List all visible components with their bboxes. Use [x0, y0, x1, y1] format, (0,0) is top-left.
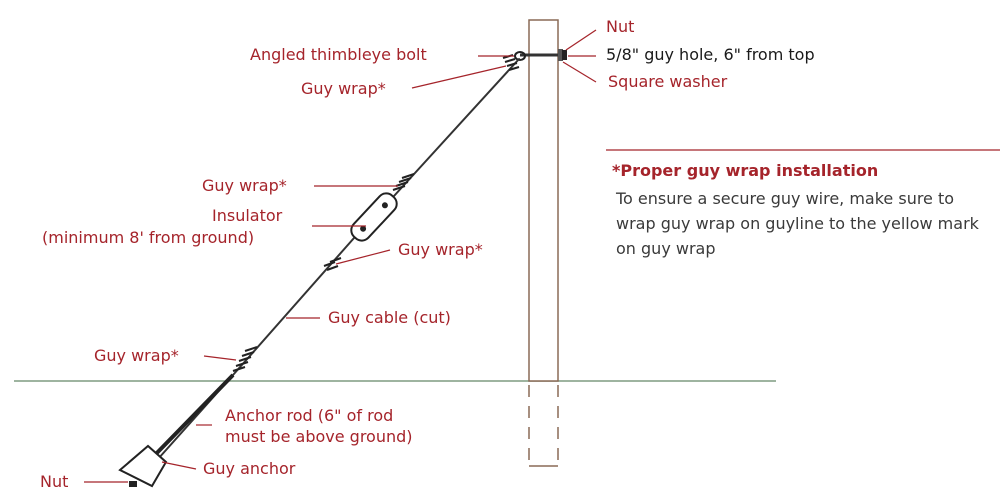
label-thimbleye-bolt: Angled thimbleye bolt — [250, 45, 427, 64]
label-guy-wrap-top: Guy wrap* — [301, 79, 386, 98]
pole-buried-section — [528, 385, 559, 467]
label-insulator-note: (minimum 8' from ground) — [42, 228, 255, 247]
note-body: To ensure a secure guy wire, make sure t… — [616, 189, 979, 258]
label-nut-top: Nut — [606, 17, 635, 36]
thimbleye-shape — [514, 51, 526, 61]
label-square-washer: Square washer — [608, 72, 728, 91]
guy-wrap-coil-low — [232, 346, 258, 372]
guy-wrap-note: *Proper guy wrap installation To ensure … — [612, 160, 992, 261]
label-guy-cable: Guy cable (cut) — [328, 308, 451, 327]
nut-top-shape — [562, 50, 567, 60]
square-washer-shape — [558, 49, 563, 61]
anchor-rod-shape — [148, 373, 235, 462]
label-nut-bottom: Nut — [40, 472, 69, 491]
insulator-shape — [350, 192, 398, 242]
label-guy-wrap-low: Guy wrap* — [94, 346, 179, 365]
nut-bottom-shape — [129, 481, 137, 487]
label-guy-anchor: Guy anchor — [203, 459, 296, 478]
label-insulator: Insulator — [212, 206, 283, 225]
label-guy-hole: 5/8" guy hole, 6" from top — [606, 45, 815, 64]
guy-wrap-coil-upper — [392, 173, 415, 191]
note-title: *Proper guy wrap installation — [612, 161, 879, 180]
pole — [528, 19, 559, 382]
label-guy-wrap-mid: Guy wrap* — [398, 240, 483, 259]
leader-lines — [84, 29, 597, 483]
label-anchor-rod: Anchor rod (6" of rod — [225, 406, 394, 425]
guy-anchor-shape — [118, 444, 168, 488]
label-guy-wrap-upper: Guy wrap* — [202, 176, 287, 195]
guy-wrap-coil-mid — [323, 257, 342, 271]
label-anchor-rod-note: must be above ground) — [225, 427, 413, 446]
